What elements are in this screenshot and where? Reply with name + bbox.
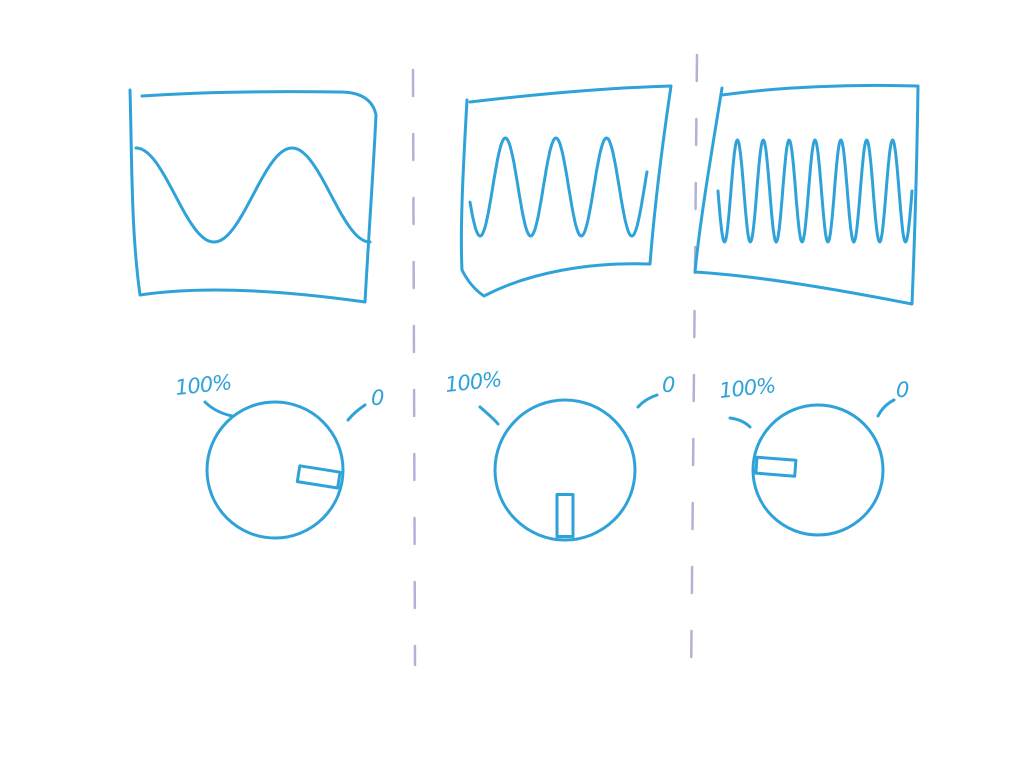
knob-pointer[interactable] bbox=[555, 493, 575, 538]
max-tick bbox=[728, 416, 752, 429]
min-tick bbox=[636, 393, 659, 409]
volume-knob[interactable]: 100% 0 bbox=[444, 367, 676, 542]
panel-medium-frequency: 100% 0 bbox=[444, 84, 676, 542]
max-tick bbox=[478, 405, 500, 426]
waveform-wave bbox=[468, 136, 649, 238]
waveform-wave bbox=[134, 146, 372, 244]
knob-pointer[interactable] bbox=[754, 455, 798, 478]
max-tick bbox=[203, 400, 234, 418]
max-label: 100% bbox=[444, 367, 502, 397]
waveform-frame bbox=[459, 84, 673, 298]
column-divider-1 bbox=[411, 68, 417, 667]
max-label: 100% bbox=[718, 373, 776, 403]
column-divider-2 bbox=[689, 53, 699, 687]
min-label: 0 bbox=[371, 386, 384, 410]
waveform-frame bbox=[128, 88, 378, 304]
waveform-wave bbox=[716, 138, 914, 244]
volume-knob[interactable]: 100% 0 bbox=[174, 370, 385, 540]
waveform-frame bbox=[693, 83, 920, 306]
min-tick bbox=[346, 403, 367, 422]
max-label: 100% bbox=[174, 370, 232, 400]
knob-pointer[interactable] bbox=[295, 464, 342, 490]
panel-low-frequency: 100% 0 bbox=[128, 88, 385, 540]
knob-body[interactable] bbox=[205, 400, 345, 540]
min-label: 0 bbox=[662, 373, 675, 397]
knob-body[interactable] bbox=[751, 403, 885, 537]
panel-high-frequency: 100% 0 bbox=[693, 83, 920, 537]
min-tick bbox=[876, 398, 896, 418]
min-label: 0 bbox=[896, 378, 909, 402]
knob-body[interactable] bbox=[493, 398, 637, 542]
volume-knob[interactable]: 100% 0 bbox=[718, 373, 910, 537]
